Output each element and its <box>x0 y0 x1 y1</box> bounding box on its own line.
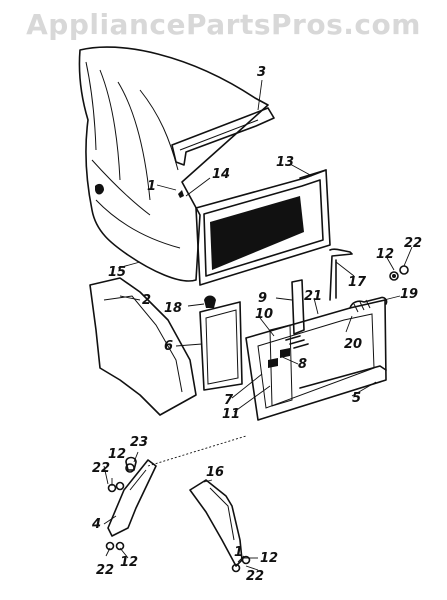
label-part-11: 11 <box>222 407 240 422</box>
label-part-8: 8 <box>298 357 307 372</box>
label-part-14: 14 <box>212 167 230 182</box>
label-part-19: 19 <box>400 287 418 302</box>
label-part-9: 9 <box>258 291 267 306</box>
label-part-3: 3 <box>257 65 266 80</box>
label-part-16: 16 <box>206 465 224 480</box>
label-part-17: 17 <box>348 275 367 290</box>
part-labels: 3 13 14 1 15 2 18 6 17 12 22 9 21 19 10 … <box>91 65 422 584</box>
springs <box>285 296 388 349</box>
label-part-7: 7 <box>224 393 234 408</box>
label-part-15: 15 <box>108 265 126 280</box>
label-part-10: 10 <box>255 307 273 322</box>
watermark-text: AppliancePartsPros.com <box>26 8 421 41</box>
label-part-5: 5 <box>352 391 361 406</box>
label-part-20: 20 <box>344 337 362 352</box>
label-part-1: 1 <box>147 179 156 194</box>
label-part-1-bottom: 1 <box>234 545 243 560</box>
label-part-22-bottom-right: 22 <box>246 569 264 584</box>
rear-plate <box>245 279 387 421</box>
label-part-6: 6 <box>164 339 173 354</box>
label-part-18: 18 <box>164 301 182 316</box>
bag-frame <box>195 169 331 286</box>
label-part-22-left: 22 <box>92 461 110 476</box>
leader-lines <box>103 79 413 571</box>
label-part-12-top: 12 <box>376 247 394 262</box>
label-part-2: 2 <box>142 293 151 308</box>
door-panel <box>199 295 243 391</box>
label-part-22-top: 22 <box>404 236 422 251</box>
label-part-12-left: 12 <box>108 447 126 462</box>
label-part-4: 4 <box>91 517 101 532</box>
chute-cover <box>89 277 197 416</box>
lower-bracket-right <box>189 479 243 567</box>
lower-bracket-left <box>107 459 157 537</box>
hardware-fasteners <box>105 190 409 573</box>
label-part-12-bottom-right: 12 <box>260 551 278 566</box>
label-part-22-bottom-left: 22 <box>96 563 114 578</box>
bag-handle <box>171 107 275 166</box>
label-part-13: 13 <box>276 155 294 170</box>
support-rod <box>329 248 353 301</box>
label-part-21: 21 <box>304 289 322 304</box>
label-part-12-bottom-left: 12 <box>120 555 138 570</box>
label-part-23: 23 <box>130 435 148 450</box>
